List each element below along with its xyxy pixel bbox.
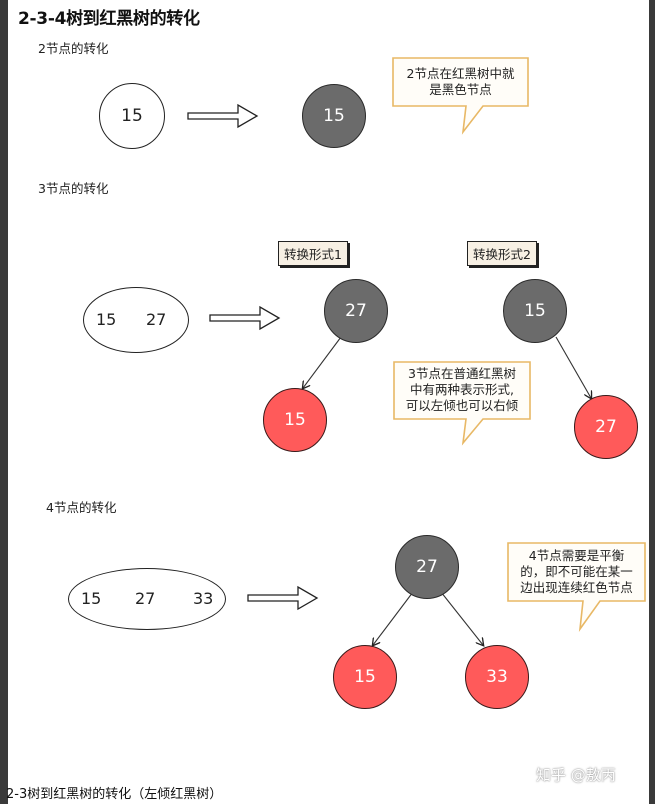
node-form2-parent-black: 15 [503, 279, 567, 343]
edge-form1 [303, 336, 342, 388]
edge-4node-right [440, 591, 483, 645]
node-4node-source: 15 27 33 [68, 568, 226, 630]
callout-text-4node: 4节点需要是平衡 的，即不可能在某一 边出现连续红色节点 [508, 548, 645, 596]
callout-4node-line2: 的，即不可能在某一 [520, 564, 633, 579]
transform-arrow-4node [247, 585, 319, 611]
node-4node-parent-black: 27 [395, 535, 459, 599]
key-3node-1: 15 [96, 310, 117, 329]
section-label-4node: 4节点的转化 [46, 500, 117, 515]
node-form2-child-red: 27 [574, 395, 638, 459]
node-4node-right-red: 33 [465, 645, 529, 709]
tag-form2: 转换形式2 [467, 241, 537, 266]
node-4node-left-red: 15 [333, 645, 397, 709]
section-label-2node: 2节点的转化 [38, 41, 109, 56]
callout-3node-line2: 中有两种表示形式, [410, 382, 514, 397]
key-4node-2: 27 [135, 589, 156, 608]
callout-3node-line1: 3节点在普通红黑树 [408, 366, 516, 381]
watermark: 知乎 @敖丙 [536, 766, 616, 784]
diagram-canvas: 2-3-4树到红黑树的转化 2节点的转化 15 15 2节点在红黑树中就 是黑色… [8, 0, 649, 804]
node-form1-child-red: 15 [263, 388, 327, 452]
callout-4node-line1: 4节点需要是平衡 [528, 548, 625, 563]
node-form1-parent-black: 27 [324, 279, 388, 343]
transform-arrow-2node [187, 103, 259, 129]
figure-caption: 2-3树到红黑树的转化（左倾红黑树） [6, 787, 223, 802]
node-2node-source: 15 [99, 83, 165, 149]
window-frame-right [649, 0, 655, 804]
callout-bubble-4node [507, 542, 646, 632]
node-2node-black: 15 [302, 84, 366, 148]
callout-bubble-3node [393, 361, 531, 446]
key-4node-3: 33 [193, 589, 214, 608]
diagram-title: 2-3-4树到红黑树的转化 [18, 9, 200, 29]
callout-2node-line1: 2节点在红黑树中就 [406, 66, 515, 81]
section-label-3node: 3节点的转化 [38, 181, 109, 196]
callout-text-3node: 3节点在普通红黑树 中有两种表示形式, 可以左倾也可以右倾 [394, 366, 530, 414]
window-frame-left [0, 0, 8, 804]
node-3node-source: 15 27 [83, 287, 189, 353]
key-4node-1: 15 [81, 589, 102, 608]
callout-3node-line3: 可以左倾也可以右倾 [405, 398, 519, 413]
callout-2node-line2: 是黑色节点 [429, 82, 492, 97]
edge-4node-left [373, 591, 414, 645]
callout-bubble-2node [392, 57, 529, 135]
key-3node-2: 27 [146, 310, 167, 329]
transform-arrow-3node [209, 305, 281, 331]
connector-layer [187, 57, 646, 804]
callout-4node-line3: 边出现连续红色节点 [520, 580, 633, 595]
tag-form1: 转换形式1 [278, 241, 348, 266]
edge-form2 [555, 336, 591, 398]
callout-text-2node: 2节点在红黑树中就 是黑色节点 [393, 66, 528, 98]
